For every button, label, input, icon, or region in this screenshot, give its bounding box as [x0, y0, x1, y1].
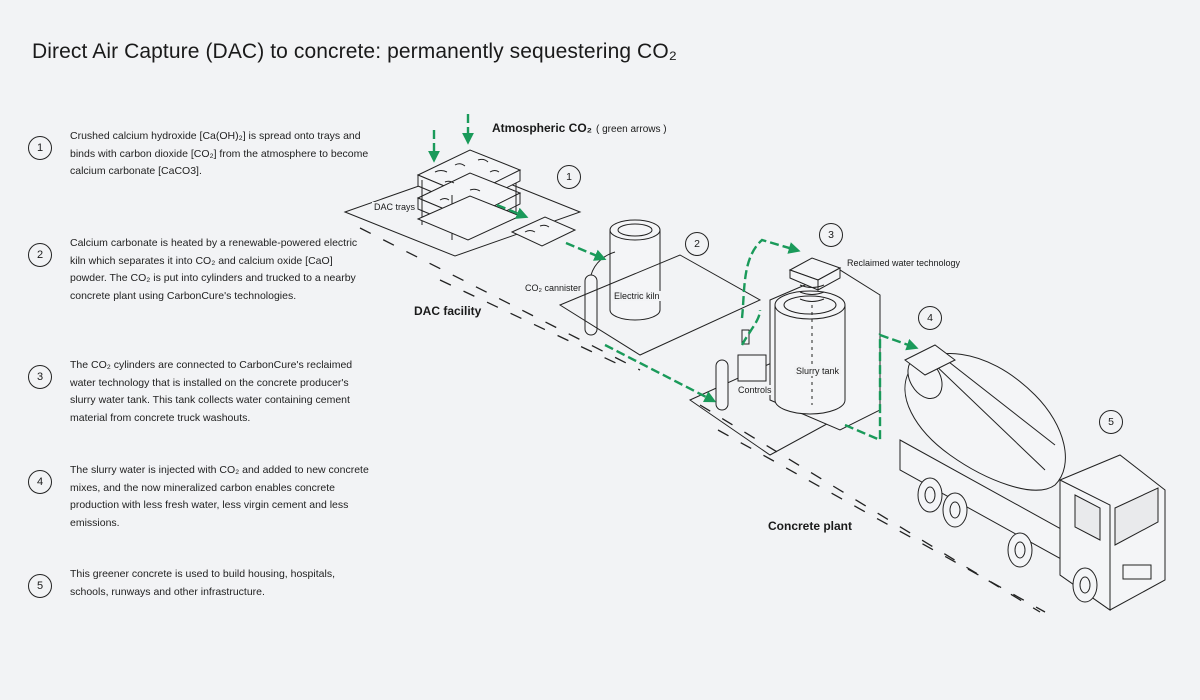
step-text: Calcium carbonate is heated by a renewab… [70, 237, 358, 302]
diagram-marker-5: 5 [1099, 410, 1123, 434]
dac-trays [416, 149, 577, 247]
step-text: Crushed calcium hydroxide [Ca(OH)₂] is s… [70, 130, 369, 177]
dac-trays-label: DAC trays [372, 202, 418, 212]
road-dashes [359, 227, 1041, 613]
step-number: 3 [28, 365, 52, 389]
diagram-marker-2: 2 [685, 232, 709, 256]
step-number: 4 [28, 470, 52, 494]
step-number: 2 [28, 243, 52, 267]
electric-kiln [609, 219, 661, 321]
diagram-marker-3: 3 [819, 223, 843, 247]
controls-label: Controls [736, 385, 774, 395]
diagram-marker-4: 4 [918, 306, 942, 330]
slurry-tank [715, 257, 881, 431]
step-number: 5 [28, 574, 52, 598]
page-title: Direct Air Capture (DAC) to concrete: pe… [32, 40, 678, 63]
step-number: 1 [28, 136, 52, 160]
electric-kiln-label: Electric kiln [612, 291, 662, 301]
reclaimed-water-label: Reclaimed water technology [847, 258, 961, 268]
road-dashes-2 [717, 429, 1046, 613]
atmospheric-co2-label: Atmospheric CO₂( green arrows ) [492, 121, 667, 135]
atmospheric-label: Atmospheric CO₂ [492, 121, 593, 135]
step-text: This greener concrete is used to build h… [70, 568, 335, 598]
co2-cannister-label: CO₂ cannister [523, 283, 584, 293]
step-text: The slurry water is injected with CO₂ an… [70, 464, 369, 529]
dac-facility-label: DAC facility [414, 304, 482, 318]
atmospheric-note: ( green arrows ) [596, 124, 667, 135]
slurry-tank-label: Slurry tank [794, 366, 842, 376]
concrete-plant-label: Concrete plant [768, 519, 853, 533]
cement-truck [899, 344, 1166, 611]
diagram-marker-1: 1 [557, 165, 581, 189]
co2-flow-arrows [428, 114, 919, 442]
step-text: The CO₂ cylinders are connected to Carbo… [70, 359, 353, 424]
